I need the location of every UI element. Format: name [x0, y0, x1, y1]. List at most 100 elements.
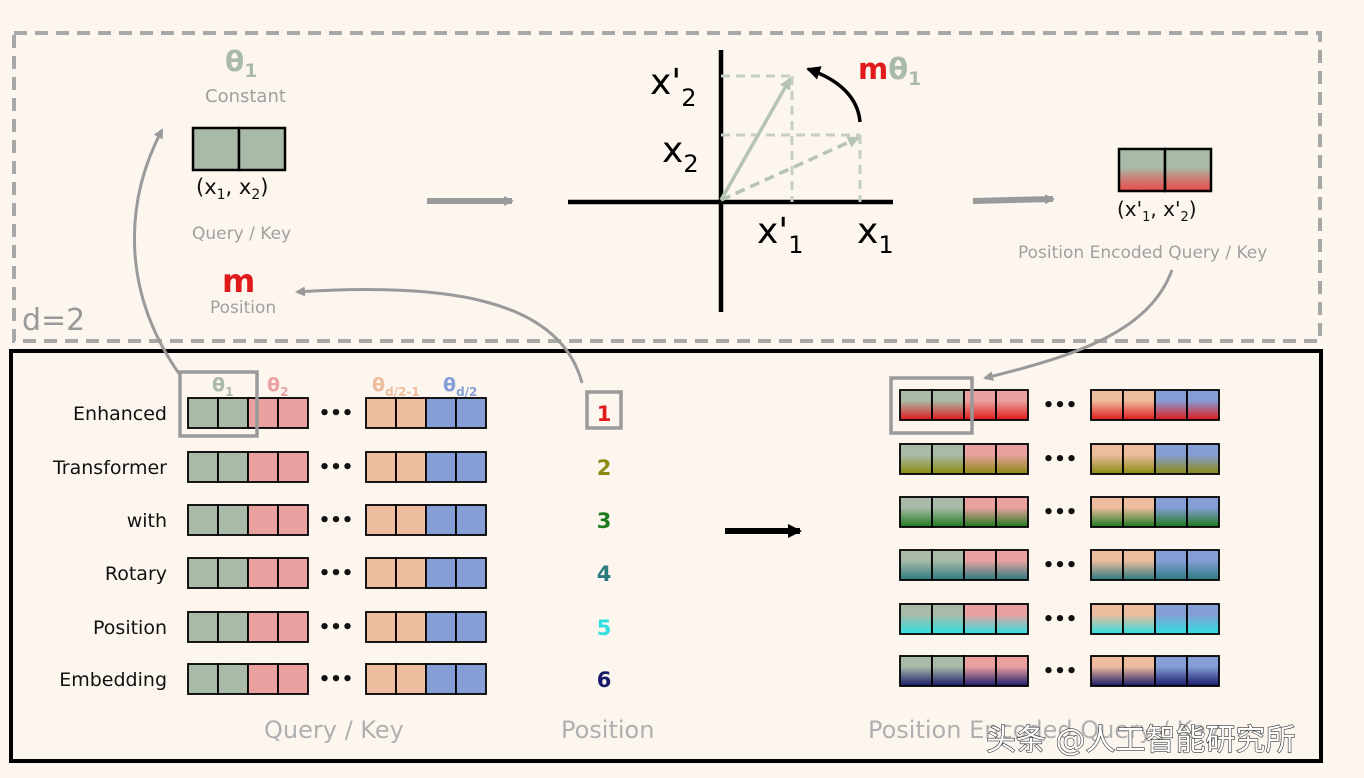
qk-dim-cell	[187, 611, 219, 643]
encoded-dim-cell	[1154, 389, 1188, 421]
qk-dim-cell	[247, 451, 279, 483]
footer-query-key: Query / Key	[264, 716, 404, 744]
encoded-dim-cell	[1186, 549, 1220, 581]
token-word: Transformer	[52, 457, 167, 479]
qk-dim-cell	[217, 397, 249, 429]
ellipsis: •••	[1043, 609, 1078, 630]
label-x1: x1	[857, 211, 894, 259]
encoded-dim-cell	[1090, 603, 1124, 635]
encoded-dim-cell	[995, 655, 1029, 687]
token-word: Rotary	[105, 563, 167, 585]
qk-dim-cell	[187, 451, 219, 483]
query-key-top-label: Query / Key	[192, 224, 291, 244]
position-top-label: Position	[210, 298, 276, 318]
qk-dim-cell	[365, 451, 397, 483]
encoded-blocks: ••••••••••••••••••	[899, 389, 1220, 687]
encoded-dim-cell	[1154, 549, 1188, 581]
encoded-dim-cell	[1122, 443, 1156, 475]
encoded-dim-cell	[899, 603, 933, 635]
encoded-dim-cell	[995, 389, 1029, 421]
encoded-dim-cell	[1154, 496, 1188, 528]
position-number: 6	[597, 668, 612, 692]
encoded-dim-cell	[899, 389, 933, 421]
qk-dim-cell	[395, 397, 427, 429]
qk-dim-cell	[455, 611, 487, 643]
label-x2prime: x'2	[650, 62, 696, 112]
encoded-dim-cell	[1090, 655, 1124, 687]
qk-dim-cell	[425, 504, 457, 536]
qk-dim-cell	[455, 504, 487, 536]
encoded-dim-cell	[963, 496, 997, 528]
encoded-dim-cell	[1122, 389, 1156, 421]
encoded-dim-cell	[963, 389, 997, 421]
encoded-dim-cell	[1154, 603, 1188, 635]
rotation-label: mθ1	[858, 52, 921, 90]
theta-label-4: θd/2	[443, 374, 477, 399]
encoded-dim-cell	[1186, 603, 1220, 635]
qk-dim-cell	[247, 397, 279, 429]
encoded-dim-cell	[1186, 443, 1220, 475]
qk-dim-cell	[187, 504, 219, 536]
qk-dim-cell	[425, 557, 457, 589]
encoded-dim-cell	[1186, 655, 1220, 687]
qk-dim-cell	[455, 663, 487, 695]
ellipsis: •••	[1043, 395, 1078, 416]
vector-rotated	[719, 77, 792, 201]
theta-label-1: θ1	[212, 374, 233, 399]
encoded-dim-cell	[931, 389, 965, 421]
m-label: m	[222, 262, 255, 300]
qk-dim-cell	[217, 611, 249, 643]
qk-dim-cell	[365, 557, 397, 589]
constant-label: Constant	[205, 86, 286, 107]
rotation-arrow	[806, 66, 862, 123]
encoded-dim-cell	[1090, 496, 1124, 528]
out-pair-label: (x'1, x'2)	[1117, 197, 1197, 225]
qk-dim-cell	[365, 504, 397, 536]
encoded-dim-cell	[899, 549, 933, 581]
arrow-position-to-m	[295, 286, 584, 384]
qk-dim-cell	[187, 397, 219, 429]
theta-label-2: θ2	[267, 374, 288, 399]
qk-dim-cell	[277, 663, 309, 695]
qk-dim-cell	[277, 451, 309, 483]
encoded-dim-cell	[931, 496, 965, 528]
encoded-dim-cell	[1122, 496, 1156, 528]
position-number: 4	[597, 562, 612, 586]
qk-dim-cell	[425, 451, 457, 483]
token-word: with	[127, 510, 167, 532]
ellipsis: •••	[319, 457, 354, 478]
qk-dim-cell	[277, 397, 309, 429]
theta-labels: θ1 θ2 θd/2-1 θd/2	[212, 374, 477, 399]
encoded-dim-cell	[995, 443, 1029, 475]
footer-encoded: Position Encoded Query / Key	[868, 716, 1220, 744]
qk-dim-cell	[277, 611, 309, 643]
encoded-dim-cell	[963, 549, 997, 581]
encoded-dim-cell	[995, 549, 1029, 581]
qk-dim-cell	[425, 397, 457, 429]
qk-dim-cell	[365, 611, 397, 643]
encoded-dim-cell	[899, 496, 933, 528]
encoded-dim-cell	[1122, 655, 1156, 687]
top-dashed-box	[12, 31, 1322, 343]
encoded-dim-cell	[899, 655, 933, 687]
encoded-dim-cell	[1122, 603, 1156, 635]
qk-dim-cell	[425, 611, 457, 643]
qk-dim-cell	[425, 663, 457, 695]
qk-dim-cell	[395, 557, 427, 589]
qk-dim-cell	[277, 557, 309, 589]
ellipsis: •••	[1043, 555, 1078, 576]
encoded-dim-cell	[1186, 496, 1220, 528]
encoded-dim-cell	[1154, 655, 1188, 687]
arrow-output-down	[983, 269, 1174, 381]
watermark: 头条 @人工智能研究所	[986, 723, 1296, 758]
bottom-box	[9, 349, 1323, 763]
encoded-dim-cell	[931, 443, 965, 475]
position-number: 2	[597, 456, 612, 480]
theta-label-3: θd/2-1	[372, 374, 420, 399]
token-word: Enhanced	[73, 403, 167, 425]
position-number: 1	[597, 402, 612, 426]
position-number: 3	[597, 509, 612, 533]
qk-dim-cell	[247, 611, 279, 643]
qk-dim-cell	[187, 557, 219, 589]
